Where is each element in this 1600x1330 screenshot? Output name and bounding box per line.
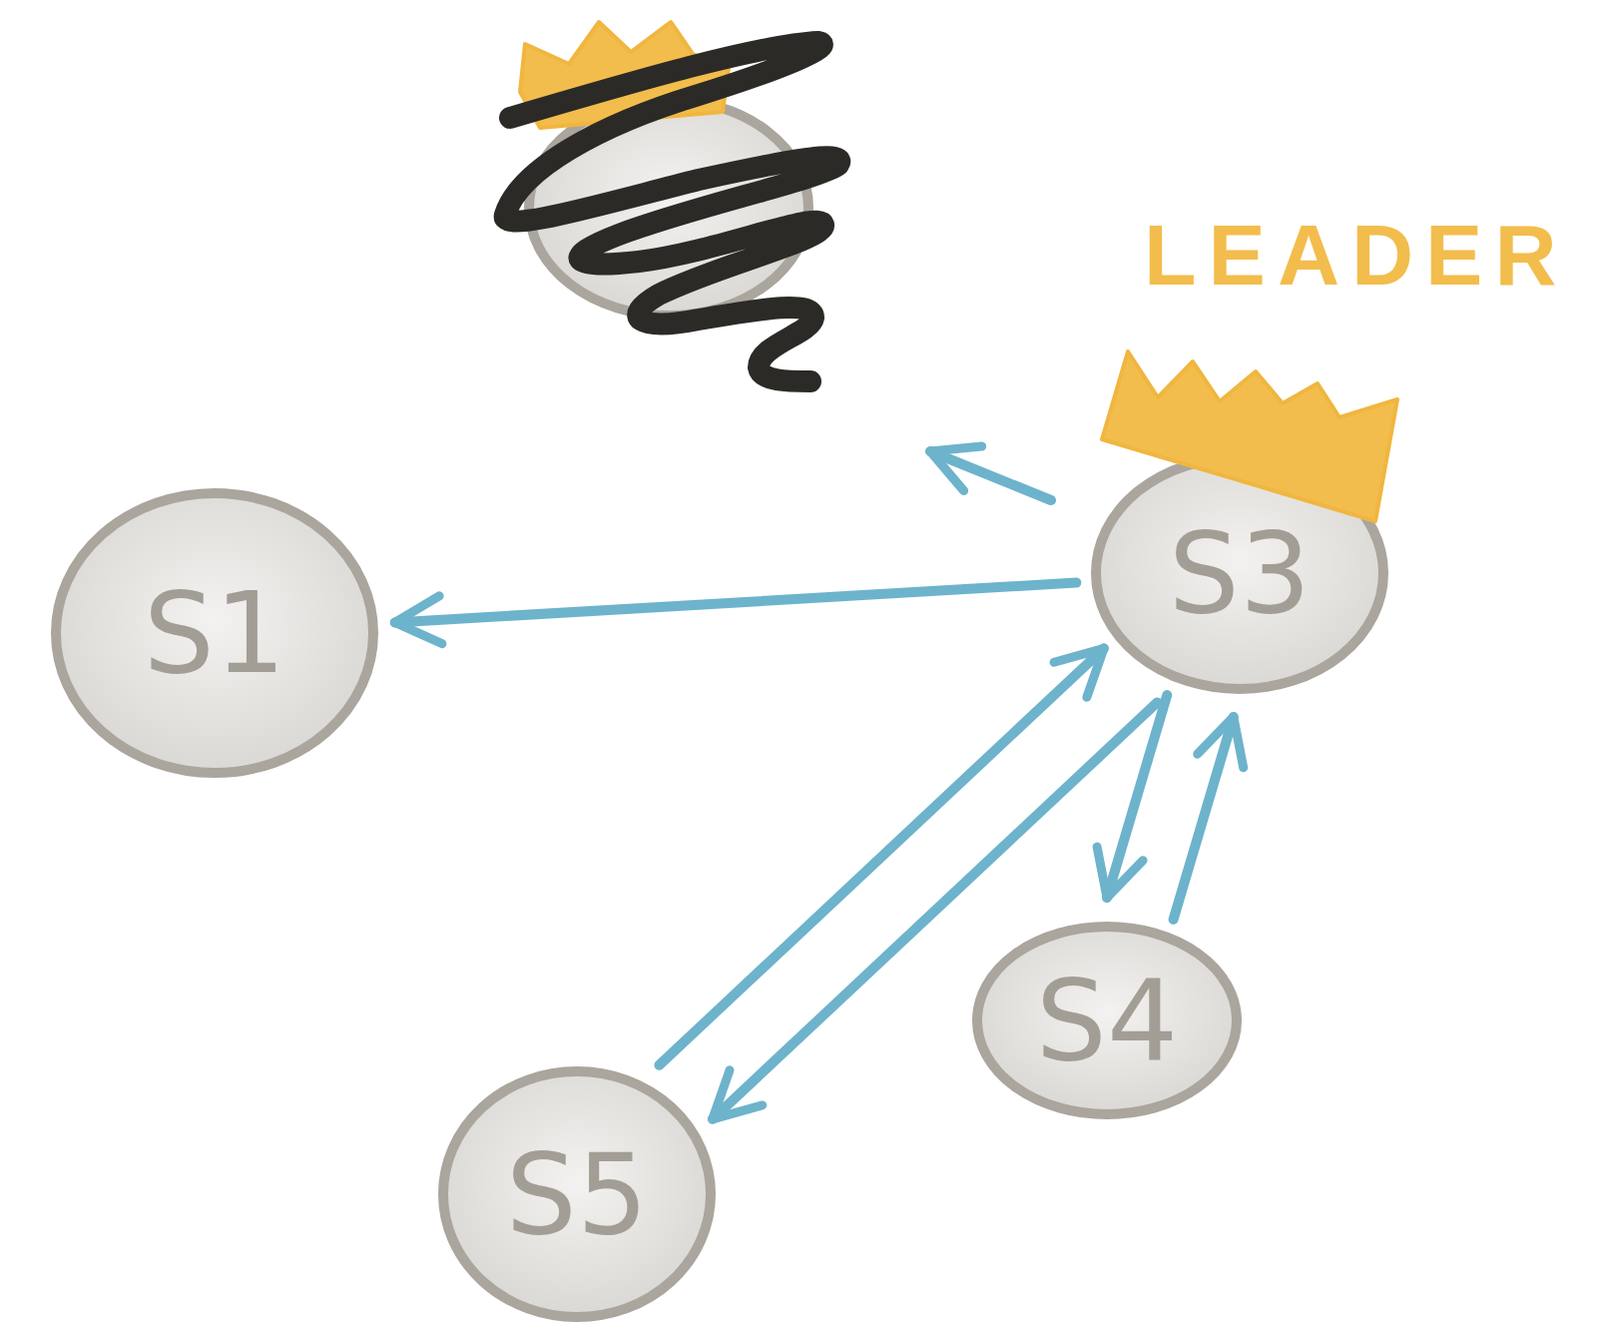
cross-out-scribble xyxy=(505,41,841,382)
message-arrow xyxy=(395,582,1077,623)
message-arrow xyxy=(712,701,1158,1118)
server-node: S4 xyxy=(971,920,1243,1120)
server-name: S1 xyxy=(49,487,380,779)
leader-label: LEADER xyxy=(1143,205,1570,305)
server-node: S1 xyxy=(49,487,380,779)
leader-crown xyxy=(1101,351,1398,522)
heartbeat-arrow xyxy=(930,451,1052,501)
server-node: S5 xyxy=(437,1065,717,1323)
message-arrow xyxy=(658,647,1104,1065)
server-name: S5 xyxy=(437,1065,717,1323)
edge-layer xyxy=(395,582,1234,1119)
message-arrow xyxy=(1106,694,1167,898)
server-name: S4 xyxy=(971,920,1243,1120)
message-arrow xyxy=(1173,716,1234,920)
